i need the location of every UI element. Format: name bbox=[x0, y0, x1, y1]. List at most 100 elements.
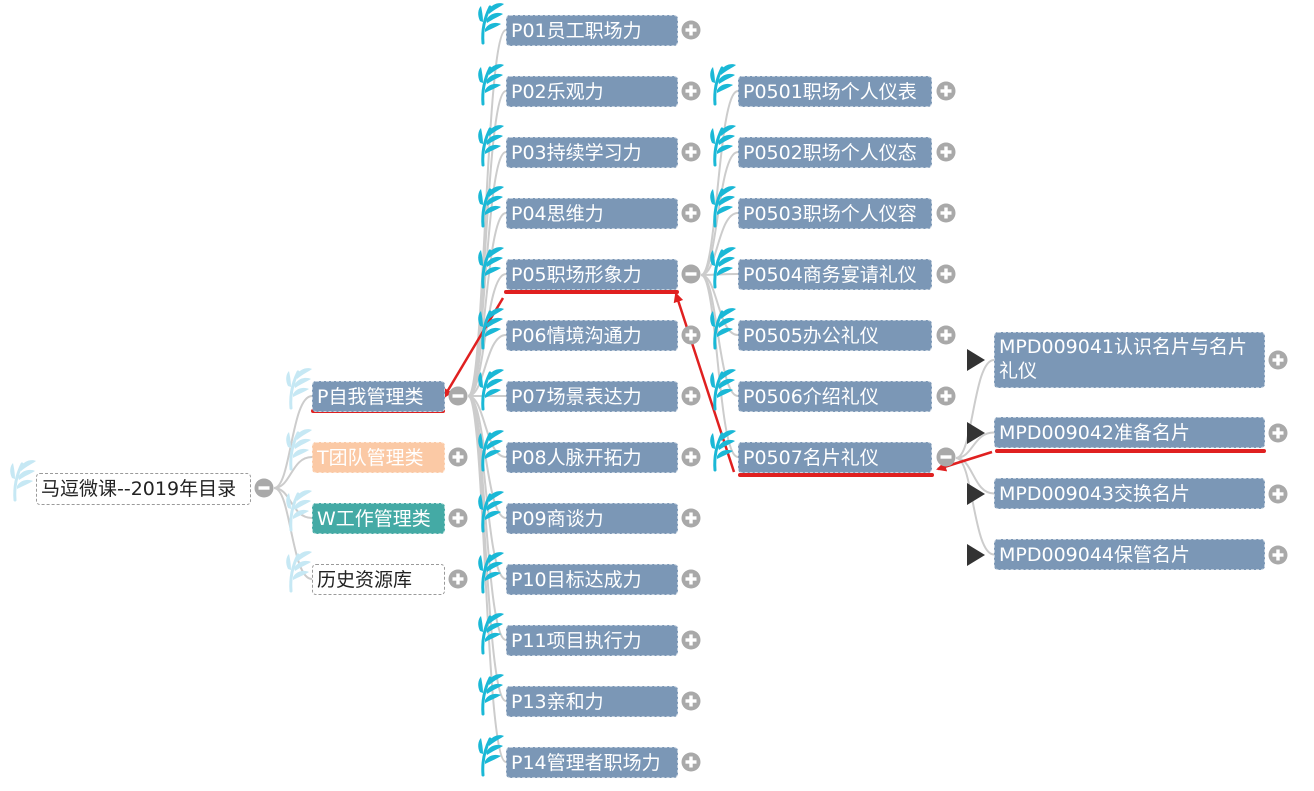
expand-toggle-icon[interactable] bbox=[1268, 484, 1288, 504]
expand-toggle-icon[interactable] bbox=[448, 447, 468, 467]
collapse-toggle-icon[interactable] bbox=[254, 478, 274, 498]
expand-toggle-icon[interactable] bbox=[681, 752, 701, 772]
expand-toggle-icon[interactable] bbox=[681, 20, 701, 40]
collapse-toggle-icon[interactable] bbox=[681, 264, 701, 284]
play-triangle-icon bbox=[966, 482, 986, 506]
feather-leaf-icon bbox=[476, 733, 506, 777]
feather-leaf-icon bbox=[708, 123, 738, 167]
connector-line bbox=[955, 359, 995, 459]
course-node[interactable]: MPD009044保管名片 bbox=[994, 539, 1265, 570]
lesson-node[interactable]: P0501职场个人仪表 bbox=[738, 76, 932, 107]
expand-toggle-icon[interactable] bbox=[936, 142, 956, 162]
topic-node[interactable]: P06情境沟通力 bbox=[506, 320, 678, 351]
topic-node[interactable]: P14管理者职场力 bbox=[506, 747, 678, 778]
feather-leaf-icon bbox=[284, 366, 314, 410]
topic-node[interactable]: P11项目执行力 bbox=[506, 625, 678, 656]
feather-leaf-icon bbox=[476, 123, 506, 167]
feather-leaf-icon bbox=[8, 458, 38, 502]
topic-node[interactable]: P08人脉开拓力 bbox=[506, 442, 678, 473]
expand-toggle-icon[interactable] bbox=[681, 691, 701, 711]
expand-toggle-icon[interactable] bbox=[681, 203, 701, 223]
collapse-toggle-icon[interactable] bbox=[936, 447, 956, 467]
feather-leaf-icon bbox=[708, 428, 738, 472]
expand-toggle-icon[interactable] bbox=[681, 81, 701, 101]
lesson-node[interactable]: P0506介绍礼仪 bbox=[738, 381, 932, 412]
topic-node[interactable]: P10目标达成力 bbox=[506, 564, 678, 595]
play-triangle-icon bbox=[966, 421, 986, 445]
connector-line bbox=[955, 457, 995, 556]
connector-line bbox=[273, 456, 313, 489]
category-node-h[interactable]: 历史资源库 bbox=[312, 564, 445, 595]
connector-line bbox=[467, 395, 507, 458]
expand-toggle-icon[interactable] bbox=[681, 386, 701, 406]
lesson-node[interactable]: P0504商务宴请礼仪 bbox=[738, 259, 932, 290]
expand-toggle-icon[interactable] bbox=[681, 142, 701, 162]
expand-toggle-icon[interactable] bbox=[936, 325, 956, 345]
topic-node[interactable]: P03持续学习力 bbox=[506, 137, 678, 168]
root-node[interactable]: 马逗微课--2019年目录 bbox=[36, 473, 251, 505]
feather-leaf-icon bbox=[708, 62, 738, 106]
expand-toggle-icon[interactable] bbox=[936, 203, 956, 223]
feather-leaf-icon bbox=[476, 1, 506, 45]
expand-toggle-icon[interactable] bbox=[681, 325, 701, 345]
category-node-w[interactable]: W工作管理类 bbox=[312, 503, 445, 534]
topic-node[interactable]: P13亲和力 bbox=[506, 686, 678, 717]
connector-line bbox=[700, 90, 739, 276]
feather-leaf-icon bbox=[476, 184, 506, 228]
connector-line bbox=[467, 334, 507, 397]
feather-leaf-icon bbox=[476, 428, 506, 472]
expand-toggle-icon[interactable] bbox=[681, 447, 701, 467]
feather-leaf-icon bbox=[476, 550, 506, 594]
expand-toggle-icon[interactable] bbox=[1268, 423, 1288, 443]
expand-toggle-icon[interactable] bbox=[448, 508, 468, 528]
expand-toggle-icon[interactable] bbox=[1268, 350, 1288, 370]
topic-node[interactable]: P09商谈力 bbox=[506, 503, 678, 534]
feather-leaf-icon bbox=[708, 245, 738, 289]
expand-toggle-icon[interactable] bbox=[681, 630, 701, 650]
feather-leaf-icon bbox=[708, 367, 738, 411]
expand-toggle-icon[interactable] bbox=[1268, 545, 1288, 565]
feather-leaf-icon bbox=[476, 245, 506, 289]
feather-leaf-icon bbox=[476, 672, 506, 716]
category-node-t[interactable]: T团队管理类 bbox=[312, 442, 445, 473]
expand-toggle-icon[interactable] bbox=[936, 386, 956, 406]
connector-line bbox=[467, 212, 507, 397]
category-node-p[interactable]: P自我管理类 bbox=[312, 381, 445, 412]
topic-node[interactable]: P04思维力 bbox=[506, 198, 678, 229]
connector-line bbox=[273, 487, 313, 580]
lesson-node[interactable]: P0507名片礼仪 bbox=[738, 442, 932, 473]
feather-leaf-icon bbox=[708, 184, 738, 228]
feather-leaf-icon bbox=[284, 549, 314, 593]
lesson-node[interactable]: P0505办公礼仪 bbox=[738, 320, 932, 351]
expand-toggle-icon[interactable] bbox=[681, 508, 701, 528]
lesson-node[interactable]: P0503职场个人仪容 bbox=[738, 198, 932, 229]
connector-line bbox=[955, 431, 995, 459]
feather-leaf-icon bbox=[476, 62, 506, 106]
topic-node[interactable]: P02乐观力 bbox=[506, 76, 678, 107]
connector-line bbox=[700, 274, 739, 336]
connector-line bbox=[700, 274, 739, 458]
expand-toggle-icon[interactable] bbox=[936, 81, 956, 101]
feather-leaf-icon bbox=[476, 611, 506, 655]
topic-node[interactable]: P07场景表达力 bbox=[506, 381, 678, 412]
play-triangle-icon bbox=[966, 543, 986, 567]
course-node[interactable]: MPD009043交换名片 bbox=[994, 478, 1265, 509]
feather-leaf-icon bbox=[476, 306, 506, 350]
topic-node[interactable]: P05职场形象力 bbox=[506, 259, 678, 290]
feather-leaf-icon bbox=[284, 427, 314, 471]
course-node[interactable]: MPD009042准备名片 bbox=[994, 417, 1265, 448]
feather-leaf-icon bbox=[476, 489, 506, 533]
connector-line bbox=[700, 212, 739, 276]
feather-leaf-icon bbox=[284, 488, 314, 532]
collapse-toggle-icon[interactable] bbox=[448, 386, 468, 406]
lesson-node[interactable]: P0502职场个人仪态 bbox=[738, 137, 932, 168]
connector-line bbox=[273, 395, 313, 489]
feather-leaf-icon bbox=[708, 306, 738, 350]
expand-toggle-icon[interactable] bbox=[681, 569, 701, 589]
feather-leaf-icon bbox=[476, 367, 506, 411]
expand-toggle-icon[interactable] bbox=[448, 569, 468, 589]
expand-toggle-icon[interactable] bbox=[936, 264, 956, 284]
course-node[interactable]: MPD009041认识名片与名片礼仪 bbox=[994, 332, 1265, 388]
play-triangle-icon bbox=[966, 348, 986, 372]
topic-node[interactable]: P01员工职场力 bbox=[506, 15, 678, 46]
